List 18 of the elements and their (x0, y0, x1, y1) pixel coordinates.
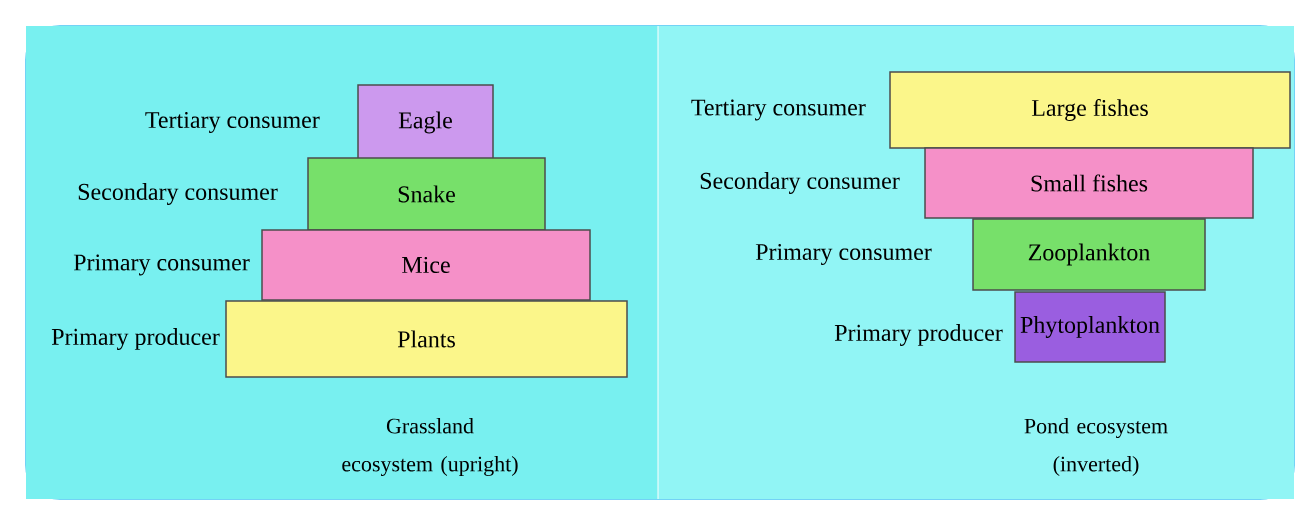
level-label: Primary consumer (73, 254, 250, 276)
level-label: Primary producer (51, 328, 220, 350)
level-box: Small fishes (924, 147, 1254, 219)
level-box: Phytoplankton (1014, 291, 1166, 363)
level-box: Large fishes (889, 71, 1291, 149)
level-box: Zooplankton (972, 218, 1206, 291)
level-box: Plants (225, 300, 628, 378)
level-label: Primary consumer (755, 243, 932, 266)
level-label: Secondary consumer (78, 183, 278, 205)
level-label: Secondary consumer (700, 172, 900, 194)
level-box: Snake (307, 157, 546, 231)
level-label: Tertiary consumer (691, 99, 866, 121)
caption: Grassland ecosystem (upright) (342, 418, 518, 476)
caption: Pond ecosystem (inverted) (1024, 418, 1168, 476)
level-label: Primary producer (834, 324, 1003, 346)
level-box: Eagle (357, 84, 494, 161)
level-box: Mice (261, 229, 591, 301)
level-label: Tertiary consumer (145, 111, 320, 134)
